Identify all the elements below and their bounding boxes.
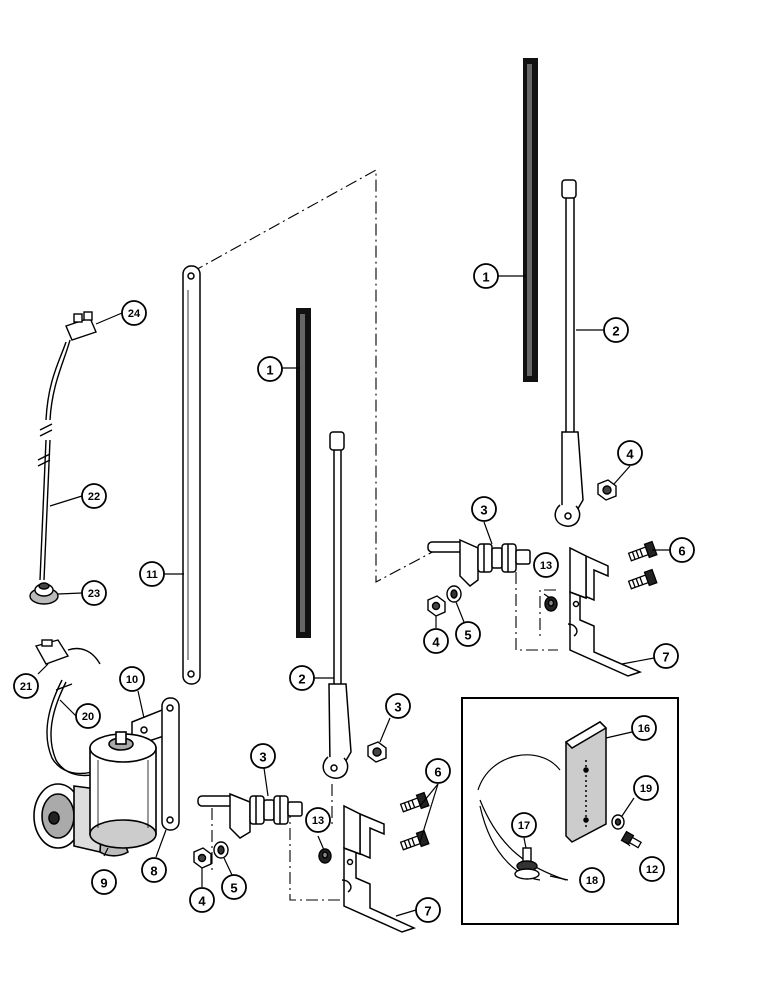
callout-12 [639,856,665,882]
callout-label: 7 [662,650,669,665]
wiper-arm-lower [322,431,352,779]
callout-5-lower [221,874,247,900]
callout-9 [91,869,117,895]
callout-4-lower [189,887,215,913]
callout-label: 20 [82,711,94,723]
callout-label: 21 [20,681,32,693]
callout-4-top [617,440,643,466]
leader-lines [37,275,670,917]
callout-label: 7 [424,904,431,919]
callout-22 [81,483,107,509]
callout-label: 13 [540,560,552,572]
callout-circles [13,263,695,923]
callout-11 [139,561,165,587]
callout-3-upper [471,496,497,522]
callout-20 [75,703,101,729]
callout-6-lower [425,758,451,784]
callout-2-upper [603,317,629,343]
callout-3-nut [385,693,411,719]
callout-7-upper [653,643,679,669]
callout-3-lower [250,743,276,769]
dash-dot-lines [191,169,558,901]
wire-harness [37,339,71,581]
callout-label: 23 [88,588,100,600]
callout-18 [579,867,605,893]
callout-label: 8 [150,864,157,879]
terminal-17 [514,847,540,880]
callout-2-lower [289,665,315,691]
callout-label: 6 [678,544,685,559]
callout-label: 3 [480,503,487,518]
wiper-blade-upper [523,58,538,382]
bracket-upper [567,546,643,677]
callout-label: 3 [259,750,266,765]
wiper-arm-upper [554,179,584,527]
callout-label: 11 [146,569,158,581]
callout-4-upper [423,628,449,654]
callout-label: 17 [518,820,530,832]
callout-label: 12 [646,864,658,876]
grommet-23 [29,582,59,605]
bracket-lower [341,804,417,933]
callout-label: 4 [432,635,440,650]
callout-24 [121,300,147,326]
callout-21 [13,673,39,699]
link-plate-8 [161,697,180,831]
plug-21 [34,639,101,665]
callout-23 [81,580,107,606]
callout-1-lower [257,356,283,382]
callout-label: 2 [612,324,619,339]
callout-7-lower [415,897,441,923]
callout-label: 24 [128,308,141,320]
callout-label: 13 [312,815,324,827]
callout-label: 19 [640,783,652,795]
callout-label: 5 [464,628,471,643]
bolts-lower [399,791,430,851]
wiper-blade-lower [296,308,311,638]
bolts-upper [627,540,658,590]
callout-labels: 1 1 2 2 3 3 3 4 4 4 5 5 6 6 7 7 8 9 10 1… [20,270,686,919]
wiper-motor-9 [33,731,157,857]
pivot-shaft-upper [427,538,531,587]
callout-label: 22 [88,491,100,503]
callout-1-upper [473,263,499,289]
pivot-shaft-lower [197,792,303,839]
callout-5-upper [455,621,481,647]
callout-label: 10 [126,674,138,686]
callout-label: 3 [394,700,401,715]
nuts-washers [193,479,617,869]
callout-19 [633,775,659,801]
callout-8 [141,857,167,883]
link-bar [182,265,201,685]
callout-13-lower [305,807,331,833]
callout-label: 4 [626,447,634,462]
motor-leads-20 [46,679,97,777]
callout-16 [631,715,657,741]
callout-10 [119,666,145,692]
callout-label: 1 [266,363,273,378]
callout-label: 2 [298,672,305,687]
callout-6-upper [669,537,695,563]
washer-19 [611,814,625,830]
callout-13-upper [533,552,559,578]
callout-label: 4 [198,894,206,909]
callout-label: 16 [638,723,650,735]
callout-label: 1 [482,270,489,285]
callout-label: 9 [100,876,107,891]
connector-24 [65,311,97,341]
screw-12 [620,830,642,849]
callout-label: 5 [230,881,237,896]
callout-label: 18 [586,875,598,887]
callout-label: 6 [434,765,441,780]
resistor-16 [564,721,608,843]
callout-17 [511,812,537,838]
